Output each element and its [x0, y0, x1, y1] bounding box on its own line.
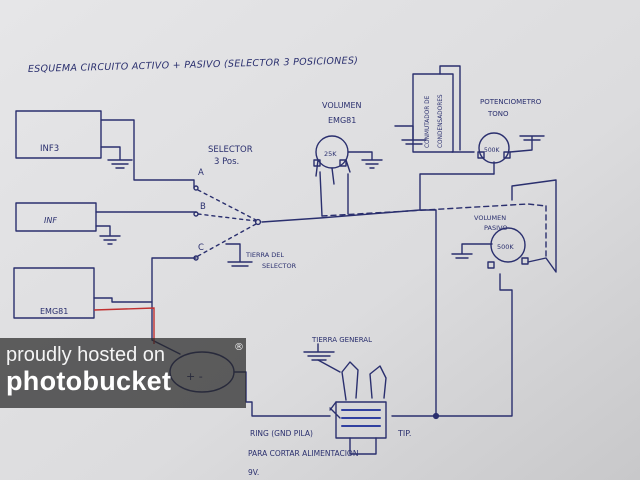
capacitor-ground [394, 125, 427, 145]
jack-ring-label-3: 9V. [248, 468, 259, 477]
tone-label-1: POTENCIOMETRO [480, 98, 542, 106]
selector-throw-b [197, 213, 257, 222]
wire-cap-top [439, 65, 461, 151]
pickup-emg81-box [13, 267, 95, 319]
tone-value: 500K [484, 147, 500, 154]
volume-pot-lug [313, 159, 321, 167]
selector-pos-b: B [200, 202, 206, 212]
pickup-emg81-label: EMG81 [40, 307, 68, 316]
pickup-inf-box [15, 202, 97, 232]
selector-label-1: SELECTOR [208, 145, 253, 155]
capacitor-label-2: CONDENSADORES [438, 94, 444, 148]
selector-contact-c [193, 255, 199, 261]
volume-passive-value: 500K [497, 243, 514, 251]
tone-pot-lug [477, 151, 485, 159]
jack-ring-lug [369, 365, 387, 399]
tone-label-2: TONO [487, 110, 509, 118]
selector-contact-a [193, 185, 199, 191]
wire-tone-rail [419, 173, 495, 211]
jack-ring-tab [329, 401, 341, 419]
ground-symbol [100, 146, 133, 169]
general-ground-label: TIERRA GENERAL [311, 336, 372, 344]
capacitor-switch-box [412, 73, 454, 153]
volume-ground [347, 151, 383, 169]
volume-pot-lug [339, 159, 347, 167]
watermark-registered-mark: ® [234, 342, 244, 353]
selector-label-2: 3 Pos. [214, 157, 239, 167]
jack-body [335, 401, 387, 439]
capacitor-label-1: CONMUTADOR DE [425, 95, 431, 148]
pickup-inf3-box [15, 110, 102, 159]
red-wire [93, 307, 155, 344]
wire-passive-right [511, 179, 557, 273]
photobucket-watermark: proudly hosted on photobucket ® [0, 338, 246, 408]
jack-barrel [349, 437, 377, 455]
jack-ring-label-2: PARA CORTAR ALIMENTACION [248, 449, 358, 458]
jack-sleeve-lug [341, 361, 359, 401]
selector-common [254, 218, 262, 226]
volume-passive-label-1: VOLUMEN [474, 214, 506, 222]
watermark-tagline: proudly hosted on [6, 344, 166, 366]
selector-ground-label-1: TIERRA DEL [245, 251, 284, 259]
jack-ring-label-1: RING (GND PILA) [250, 429, 313, 438]
volume-passive-lug [487, 261, 495, 269]
pickup-inf3-label: INF3 [40, 144, 59, 154]
volume-passive-lug [521, 257, 529, 265]
general-ground [303, 343, 335, 361]
wire-ground-jack [317, 359, 341, 373]
volume-label-1: VOLUMEN [322, 101, 362, 110]
tone-pot-lug [503, 151, 511, 159]
jack-windings [341, 409, 381, 427]
volume-value: 25K [324, 150, 337, 158]
volume-passive-label-2: PASIVO [484, 224, 507, 232]
tone-ground [509, 135, 545, 153]
wire-passive-out [437, 273, 513, 417]
wire-emg81 [93, 257, 197, 303]
selector-pos-a: A [198, 168, 204, 178]
wire-passive-dashed [321, 203, 547, 217]
pickup-inf-label: INF [44, 216, 57, 225]
selector-ground [225, 243, 253, 267]
selector-pos-c: C [198, 243, 204, 253]
wire-main-rail [419, 209, 437, 417]
wire-volume-in [319, 171, 323, 217]
wire-inf3 [100, 119, 195, 189]
jack-tip-label: TIP. [397, 429, 411, 438]
volume-passive-ground [451, 243, 493, 259]
volume-label-2: EMG81 [328, 116, 356, 125]
selector-ground-label-2: SELECTOR [262, 262, 297, 270]
volume-passive-pot-body [490, 227, 526, 263]
watermark-brand: photobucket [6, 366, 172, 396]
ground-symbol [95, 225, 121, 245]
